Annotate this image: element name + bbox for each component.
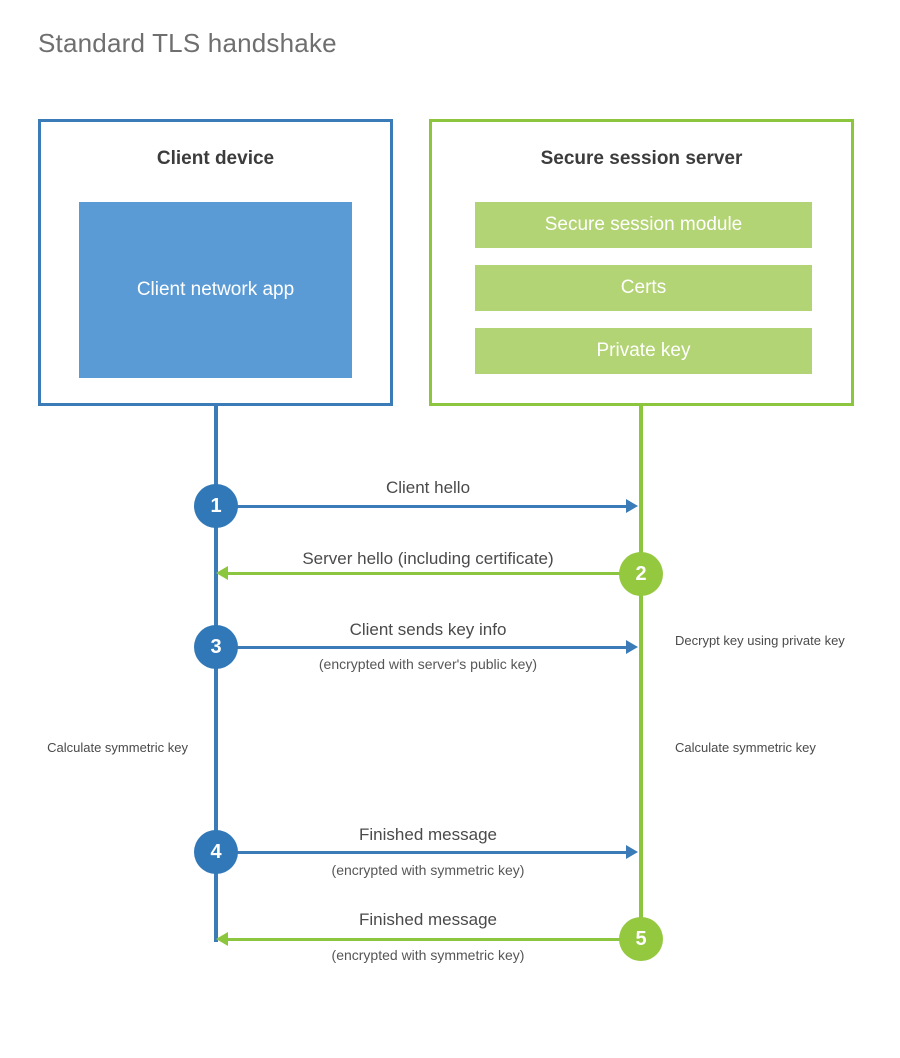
step-4-sublabel: (encrypted with symmetric key) bbox=[331, 862, 525, 878]
annotation-decrypt-key: Decrypt key using private key bbox=[675, 633, 845, 648]
step-4-label: Finished message bbox=[359, 825, 497, 844]
secure-session-server-title: Secure session server bbox=[540, 148, 743, 169]
step-5-arrow-line bbox=[228, 938, 641, 941]
server-block-private-key: Private key bbox=[475, 328, 812, 374]
step-4-arrow-head-icon bbox=[626, 845, 638, 859]
step-2-circle: 2 bbox=[619, 552, 663, 596]
step-3-arrow-head-icon bbox=[626, 640, 638, 654]
step-4-circle: 4 bbox=[194, 830, 238, 874]
step-3-sublabel: (encrypted with server's public key) bbox=[318, 656, 538, 672]
page-title: Standard TLS handshake bbox=[38, 28, 337, 58]
secure-session-server-box: Secure session server Secure session mod… bbox=[429, 119, 854, 406]
step-5-label: Finished message bbox=[359, 910, 497, 929]
annotation-client-calculate-symmetric-key: Calculate symmetric key bbox=[47, 740, 188, 755]
step-1-arrow-line bbox=[216, 505, 626, 508]
step-1-circle: 1 bbox=[194, 484, 238, 528]
step-2-label: Server hello (including certificate) bbox=[302, 549, 554, 568]
step-1-label: Client hello bbox=[385, 478, 471, 497]
server-block-certs: Certs bbox=[475, 265, 812, 311]
step-5-circle: 5 bbox=[619, 917, 663, 961]
step-2-arrow-line bbox=[228, 572, 641, 575]
step-3-circle: 3 bbox=[194, 625, 238, 669]
step-3-label: Client sends key info bbox=[349, 620, 507, 639]
step-2-arrow-head-icon bbox=[216, 566, 228, 580]
client-lifeline bbox=[214, 406, 218, 942]
server-lifeline bbox=[639, 406, 643, 939]
step-3-arrow-line bbox=[216, 646, 626, 649]
client-device-title: Client device bbox=[156, 148, 275, 169]
client-network-app-block: Client network app bbox=[79, 202, 352, 378]
step-4-arrow-line bbox=[216, 851, 626, 854]
annotation-server-calculate-symmetric-key: Calculate symmetric key bbox=[675, 740, 816, 755]
step-1-arrow-head-icon bbox=[626, 499, 638, 513]
server-block-secure-session-module: Secure session module bbox=[475, 202, 812, 248]
client-device-box: Client device Client network app bbox=[38, 119, 393, 406]
step-5-sublabel: (encrypted with symmetric key) bbox=[331, 947, 525, 963]
step-5-arrow-head-icon bbox=[216, 932, 228, 946]
